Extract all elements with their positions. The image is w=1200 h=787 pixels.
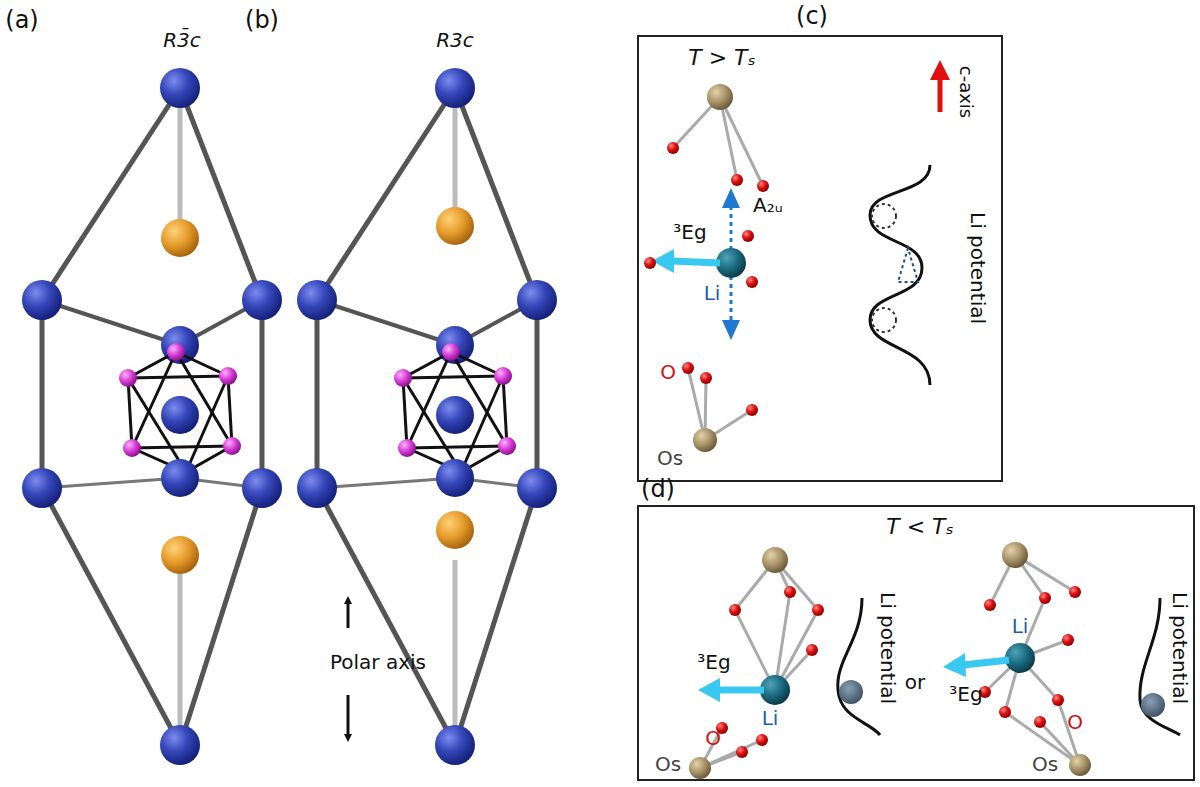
low-temperature-sketch-right-part (963, 660, 1009, 665)
low-temperature-sketch-right-part (1141, 693, 1165, 717)
low-temperature-sketch-right-part (984, 599, 996, 611)
low-temperature-sketch-left-part (756, 734, 768, 746)
high-temperature-sketch-part (707, 84, 733, 110)
high-temperature-sketch-part (731, 174, 743, 186)
low-temperature-sketch-right-part (999, 706, 1011, 718)
low-temperature-sketch-left-part (760, 675, 790, 705)
low-temperature-sketch-left-part (736, 746, 748, 758)
atom-label: Os (655, 753, 681, 775)
low-temperature-sketch-right-part (1062, 634, 1074, 646)
space-group: R3c (436, 29, 474, 51)
high-temperature-sketch-part (872, 308, 896, 332)
space-group: R3̄c (163, 29, 201, 51)
potential-label: Li potential (1169, 592, 1191, 704)
mode-label: ³Eg (697, 651, 730, 673)
low-temperature-sketch-right-part (1069, 754, 1091, 776)
high-temperature-sketch-part (730, 205, 733, 250)
atom-label: Os (1032, 753, 1058, 775)
low-temperature-sketch-right-part (943, 653, 966, 677)
high-temperature-sketch-part (742, 230, 754, 242)
low-temperature-sketch-right-part (1005, 643, 1035, 673)
mode-label: ³Eg (949, 683, 982, 705)
conjunction-text: or (905, 671, 925, 693)
polar-axis-arrows-part (347, 695, 350, 738)
high-temperature-sketch-part (930, 60, 950, 80)
low-temperature-sketch-left-part (839, 680, 863, 704)
high-temperature-sketch-part (673, 97, 763, 440)
low-temperature-sketch-right-part (1039, 592, 1051, 604)
low-temperature-sketch-left-part (762, 547, 788, 573)
cation-sphere (436, 511, 474, 549)
temperature-condition: T < Tₛ (886, 515, 954, 539)
high-temperature-sketch-part (667, 142, 679, 154)
low-temperature-sketch-left-part (784, 586, 796, 598)
low-temperature-sketch-left-part (698, 678, 720, 702)
high-temperature-sketch-part (870, 165, 930, 385)
low-temperature-sketch-right (943, 542, 1180, 776)
low-temperature-sketch-left-part (689, 757, 711, 779)
crystal-b (297, 68, 557, 765)
cation-sphere (161, 536, 199, 574)
high-temperature-sketch-part (722, 188, 740, 208)
atom-label: Li (704, 282, 721, 304)
panel-label: (a) (5, 7, 38, 33)
low-temperature-sketch-left (689, 547, 880, 779)
high-temperature-sketch-part-part (720, 97, 763, 186)
low-temperature-sketch-right-part (1069, 586, 1081, 598)
high-temperature-sketch-part (938, 78, 943, 112)
potential-label: Li potential (967, 212, 989, 324)
high-temperature-sketch-part (682, 362, 694, 374)
low-temperature-sketch-left-part (806, 644, 818, 656)
axis-label: Polar axis (330, 651, 426, 673)
axis-label: c-axis (956, 66, 976, 118)
panel-box: (d)T < Tₛ³EgLiLi potentialor³EgLiLi pote… (637, 505, 1195, 781)
low-temperature-sketch-left-part (812, 604, 824, 616)
mode-label: ³Eg (673, 221, 706, 243)
atom-label: Li (762, 707, 779, 729)
high-temperature-sketch-part (757, 180, 769, 192)
high-temperature-sketch-part (746, 404, 758, 416)
high-temperature-sketch-part (898, 248, 918, 282)
cation-sphere (436, 207, 474, 245)
panel-label: (b) (245, 7, 279, 33)
mode-label: A₂ᵤ (753, 194, 783, 216)
panel-label: (d) (641, 476, 675, 502)
low-temperature-sketch-right-part (1002, 542, 1028, 568)
panel-box: (c)T > Tₛc-axisA₂ᵤ³EgLiLi potentialOOs (637, 35, 1003, 482)
high-temperature-sketch-part (693, 428, 717, 452)
high-temperature-sketch-part (730, 276, 733, 322)
polar-axis-arrows-part (347, 600, 350, 628)
low-temperature-sketch-right-part (1052, 694, 1064, 706)
low-temperature-sketch-left-part (718, 687, 764, 694)
low-temperature-sketch-left-part (729, 604, 741, 616)
potential-label: Li potential (877, 592, 899, 704)
atom-label: Li (1012, 615, 1029, 637)
crystal-a (22, 68, 282, 765)
atom-label: Os (657, 447, 683, 469)
atom-label: O (705, 727, 721, 749)
atom-label: O (660, 361, 676, 383)
atom-label: O (1067, 711, 1083, 733)
low-temperature-sketch-left-part (838, 598, 880, 735)
high-temperature-sketch-part (872, 204, 896, 228)
high-temperature-sketch (644, 60, 950, 452)
high-temperature-sketch-part (716, 248, 746, 278)
panel-label: (c) (796, 3, 828, 29)
temperature-condition: T > Tₛ (688, 46, 756, 70)
high-temperature-sketch-part (644, 257, 656, 269)
cation-sphere (161, 219, 199, 257)
high-temperature-sketch-part (700, 372, 712, 384)
low-temperature-sketch-right-part (1034, 716, 1046, 728)
high-temperature-sketch-part (722, 320, 740, 340)
high-temperature-sketch-part (746, 276, 758, 288)
high-temperature-sketch-part (672, 261, 720, 263)
